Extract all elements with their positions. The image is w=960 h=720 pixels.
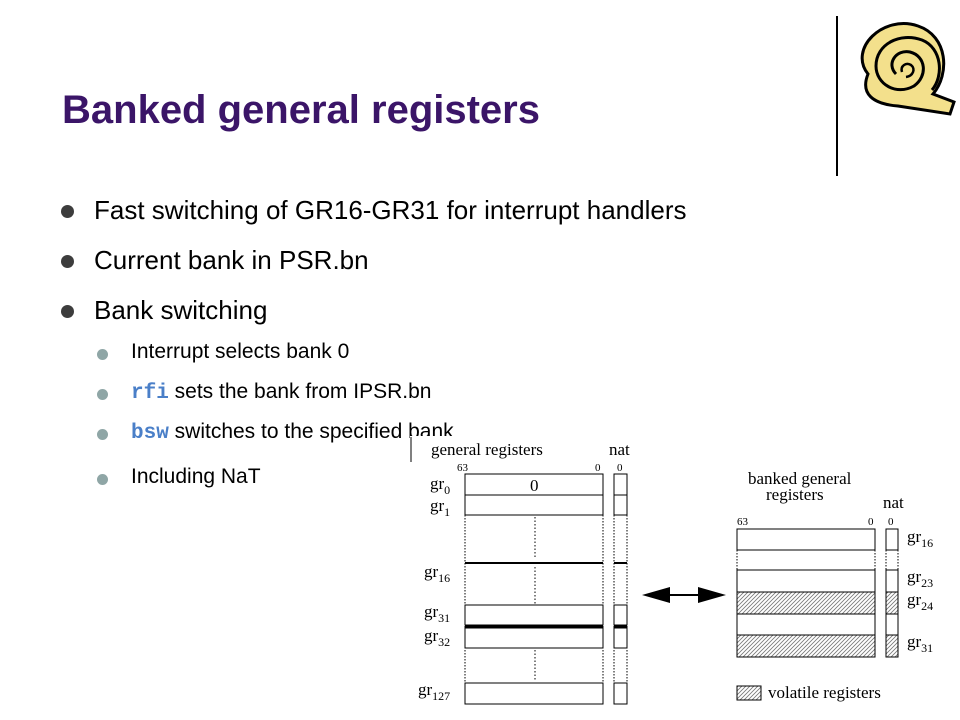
banked-nat-16	[885, 528, 899, 551]
slide-title: Banked general registers	[62, 88, 540, 132]
bullet-dot-icon	[61, 205, 74, 218]
gr-prefix: gr	[424, 562, 439, 581]
sub-bullet-text: Interrupt selects bank 0	[131, 340, 350, 363]
nat-gr31-thick-line	[614, 625, 627, 628]
banked-general-label: banked general	[748, 469, 852, 488]
gr-index: 16	[921, 536, 933, 550]
gr-prefix: gr	[430, 496, 445, 515]
gr-prefix: gr	[907, 527, 922, 546]
sub-bullet-dot-icon	[97, 429, 108, 440]
gr127-label: gr127	[418, 680, 450, 703]
gr31-label: gr31	[424, 602, 450, 625]
banked-gr31-register	[736, 634, 876, 658]
title-divider-line	[836, 16, 838, 176]
nat-bit-0	[613, 473, 628, 496]
nat-bit-32	[613, 627, 628, 649]
gr-index: 32	[438, 635, 450, 649]
diagram-panel	[410, 436, 670, 464]
general-registers-label: general registers	[431, 440, 543, 459]
sub-bullet-text: sets the bank from IPSR.bn	[168, 380, 432, 403]
gr1-register	[464, 494, 604, 516]
arrow-head-left-icon	[642, 587, 670, 603]
nat-bit-label: 0	[617, 462, 623, 474]
gr31-thick-line	[465, 625, 603, 628]
bit-0-label: 0	[595, 462, 601, 474]
gr-prefix: gr	[907, 567, 922, 586]
volatile-legend-label: volatile registers	[768, 683, 881, 702]
banked-gr16-register	[736, 528, 876, 551]
gr1-label: gr1	[430, 496, 450, 519]
code-bsw: bsw	[131, 422, 169, 445]
gr31-register	[464, 604, 604, 626]
sub-bullet-bsw: bsw switches to the specified bank	[131, 420, 454, 445]
sub-bullet-dot-icon	[97, 389, 108, 400]
gr-index: 127	[432, 689, 450, 703]
code-rfi: rfi	[131, 382, 169, 405]
banked-gr31-label: gr31	[907, 632, 933, 655]
nat-gr16-thick-line	[614, 562, 627, 564]
banked-gr24-register	[736, 591, 876, 615]
gr-prefix: gr	[907, 590, 922, 609]
sub-bullet-dot-icon	[97, 349, 108, 360]
gr16-thick-line	[465, 562, 603, 564]
banked-nat-24	[885, 591, 899, 615]
gr32-label: gr32	[424, 626, 450, 649]
nat-bit-127	[613, 682, 628, 705]
gr-prefix: gr	[430, 474, 445, 493]
gr-index: 24	[921, 599, 933, 613]
gr-index: 16	[438, 571, 450, 585]
gr16-label: gr16	[424, 562, 450, 585]
banked-nat-23	[885, 569, 899, 593]
banked-nat-label: nat	[883, 493, 904, 512]
bullet-current-bank: Current bank in PSR.bn	[94, 245, 369, 275]
spiral-scroll-logo-icon	[860, 22, 956, 116]
gr-prefix: gr	[424, 626, 439, 645]
banked-gr-middle-register	[736, 613, 876, 636]
sub-bullet-nat: Including NaT	[131, 465, 261, 488]
banked-gr23-register	[736, 569, 876, 593]
gr-prefix: gr	[418, 680, 433, 699]
banked-nat-middle	[885, 613, 899, 636]
gr0-label: gr0	[430, 474, 450, 497]
banked-nat-31	[885, 634, 899, 658]
banked-gr24-label: gr24	[907, 590, 933, 613]
banked-gr16-label: gr16	[907, 527, 933, 550]
sub-bullet-rfi: rfi sets the bank from IPSR.bn	[131, 380, 431, 405]
nat-bit-31	[613, 604, 628, 626]
banked-nat-bit-label: 0	[888, 516, 894, 528]
gr-index: 31	[438, 611, 450, 625]
sub-bullet-interrupt: Interrupt selects bank 0	[131, 340, 349, 364]
banked-bit-0-label: 0	[868, 516, 874, 528]
gr127-register	[464, 682, 604, 705]
banked-gr23-label: gr23	[907, 567, 933, 590]
gr-index: 31	[921, 641, 933, 655]
banked-registers-label: registers	[766, 485, 824, 504]
bit-63-label: 63	[457, 462, 469, 474]
gr-prefix: gr	[907, 632, 922, 651]
gr-index: 23	[921, 576, 933, 590]
gr-index: 0	[444, 483, 450, 497]
bullet-dot-icon	[61, 305, 74, 318]
gr-index: 1	[444, 505, 450, 519]
gr32-register	[464, 627, 604, 649]
sub-bullet-dot-icon	[97, 474, 108, 485]
bullet-dot-icon	[61, 255, 74, 268]
bullet-bank-switching: Bank switching	[94, 295, 268, 325]
bullet-fast-switching: Fast switching of GR16-GR31 for interrup…	[94, 195, 687, 225]
banked-bit-63-label: 63	[737, 516, 749, 528]
sub-bullet-text: switches to the specified bank	[168, 420, 454, 443]
volatile-legend-swatch	[736, 685, 762, 701]
gr-prefix: gr	[424, 602, 439, 621]
gr0-value: 0	[530, 476, 539, 495]
arrow-head-right-icon	[698, 587, 726, 603]
nat-bit-1	[613, 494, 628, 516]
nat-label: nat	[609, 440, 630, 459]
